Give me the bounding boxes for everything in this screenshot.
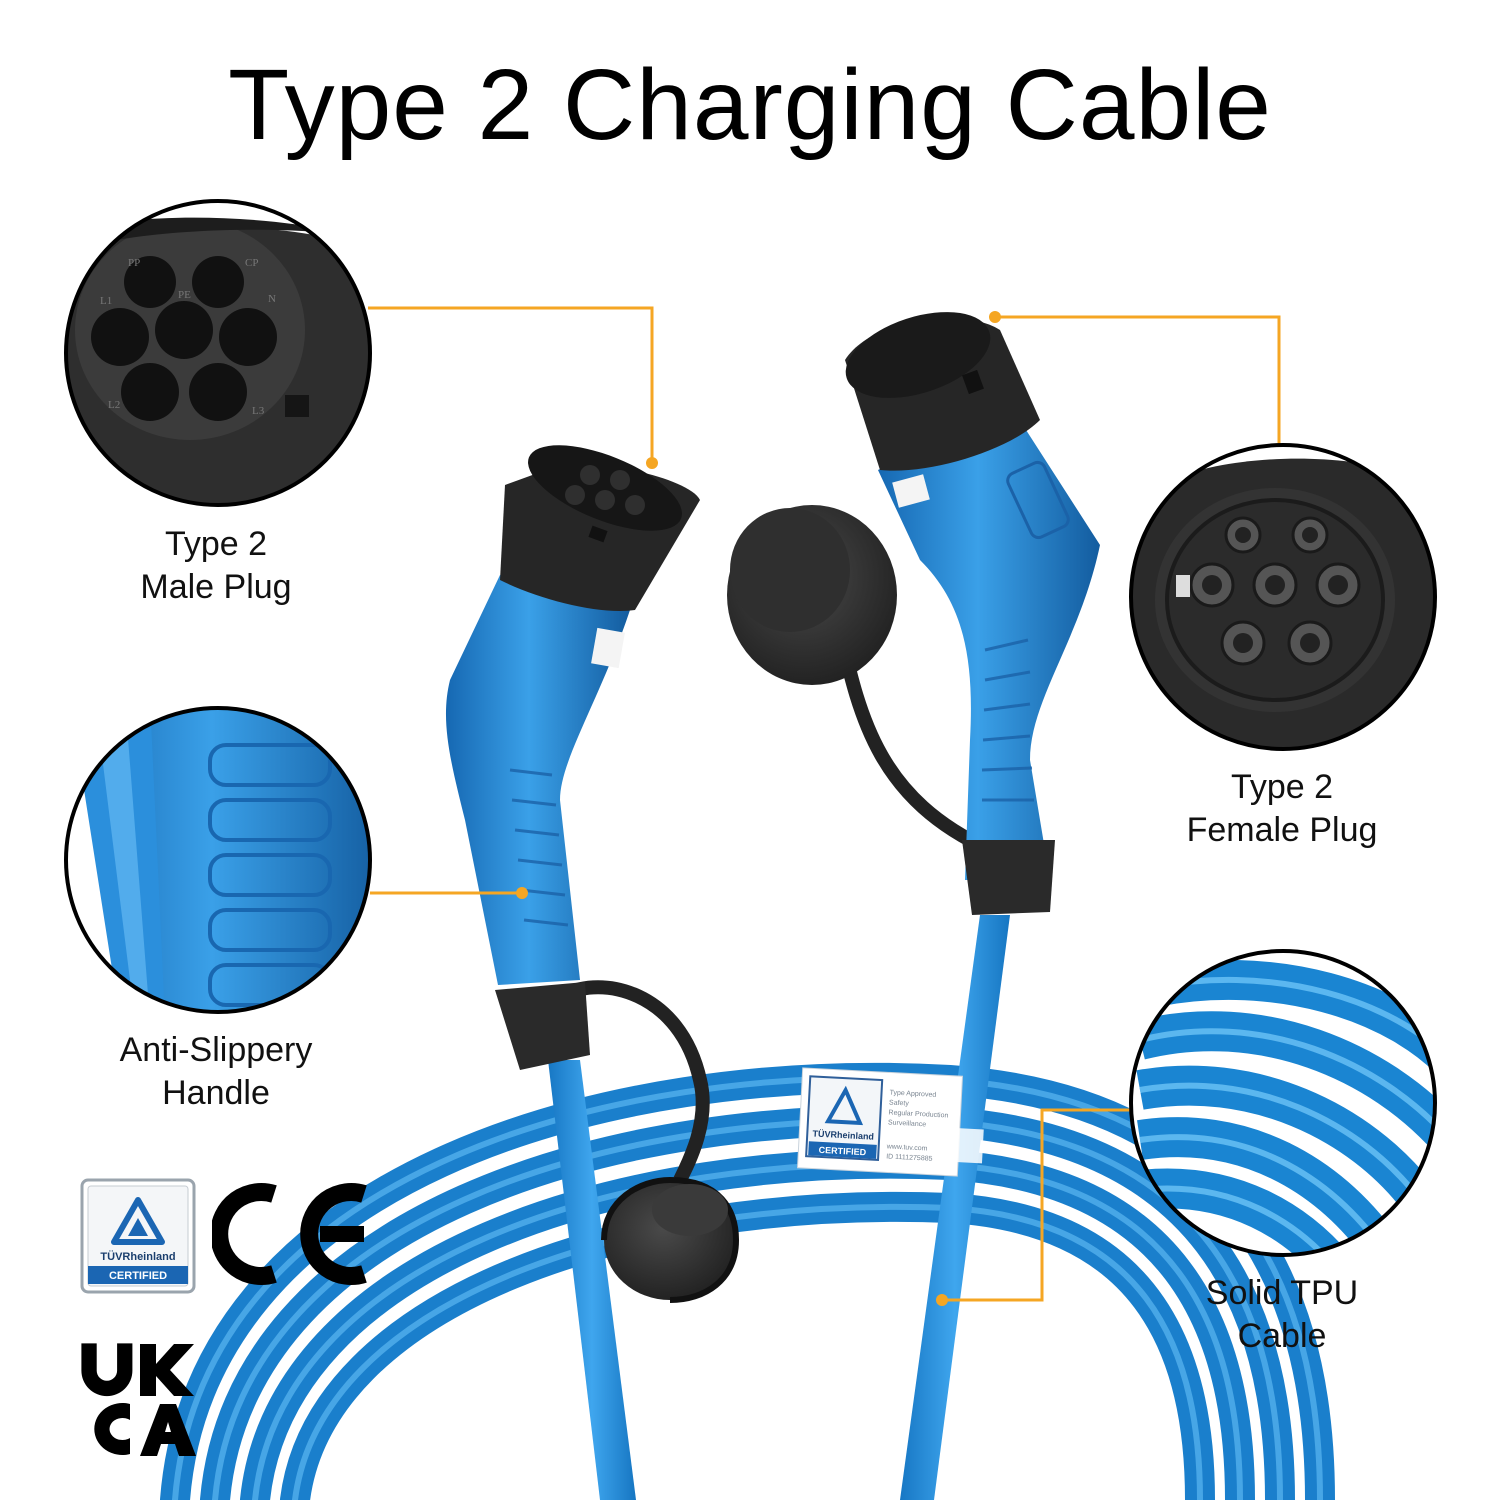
- callout-lines: [368, 306, 1281, 1302]
- cable-label-line2: Cable: [1237, 1317, 1327, 1355]
- handle-detail-circle: [64, 706, 372, 1014]
- pin-label-l3: L3: [252, 405, 265, 417]
- tag-line-2: Safety: [889, 1099, 910, 1107]
- callout-dots: [516, 311, 1001, 1306]
- male-plug-label: Type 2 Male Plug: [66, 523, 366, 609]
- male-plug: [445, 445, 740, 1303]
- pin-label-pe: PE: [178, 289, 191, 301]
- page-title: Type 2 Charging Cable: [228, 49, 1272, 161]
- tag-brand: TÜVRheinland: [812, 1128, 874, 1141]
- handle-label: Anti-Slippery Handle: [66, 1029, 366, 1115]
- male-dust-cap: [601, 1176, 740, 1303]
- cable-detail-circle: [1129, 949, 1437, 1257]
- male-plug-label-line2: Male Plug: [140, 568, 292, 606]
- tuv-brand-text: TÜVRheinland: [100, 1250, 175, 1263]
- tag-id: ID 1111275885: [886, 1153, 933, 1162]
- pin-label-pp: PP: [128, 257, 140, 269]
- cable-certification-tag: TÜVRheinland CERTIFIED Type Approved Saf…: [796, 1067, 984, 1177]
- pin-label-cp: CP: [245, 257, 258, 269]
- ukca-mark: [81, 1343, 196, 1456]
- tag-line-1: Type Approved: [889, 1089, 936, 1098]
- female-plug-label-line1: Type 2: [1230, 768, 1334, 806]
- pin-label-l1: L1: [100, 295, 112, 307]
- female-plug-detail-circle: [1129, 443, 1437, 751]
- female-plug-cable: [900, 915, 1010, 1500]
- male-plug-detail-circle: PP CP L1 PE N L2 L3: [64, 199, 372, 507]
- tag-line-4: Surveillance: [888, 1119, 927, 1128]
- tag-status: CERTIFIED: [818, 1145, 866, 1157]
- handle-label-line2: Handle: [162, 1074, 270, 1112]
- cable-label: Solid TPU Cable: [1132, 1272, 1432, 1358]
- female-plug-label-line2: Female Plug: [1186, 811, 1378, 849]
- tuv-certified-badge: TÜVRheinland CERTIFIED: [80, 1178, 196, 1294]
- cable-label-line1: Solid TPU: [1205, 1274, 1359, 1312]
- ce-mark: [212, 1183, 367, 1285]
- male-plug-cable: [548, 1060, 636, 1500]
- tuv-status-text: CERTIFIED: [109, 1270, 167, 1282]
- tag-url: www.tuv.com: [886, 1143, 928, 1152]
- female-dust-cap: [727, 505, 897, 685]
- pin-label-l2: L2: [108, 399, 120, 411]
- pin-label-n: N: [268, 293, 276, 305]
- female-plug-label: Type 2 Female Plug: [1132, 766, 1432, 852]
- male-plug-label-line1: Type 2: [164, 525, 268, 563]
- tag-line-3: Regular Production: [888, 1109, 948, 1119]
- female-plug: [727, 312, 1100, 915]
- handle-label-line1: Anti-Slippery: [119, 1031, 313, 1069]
